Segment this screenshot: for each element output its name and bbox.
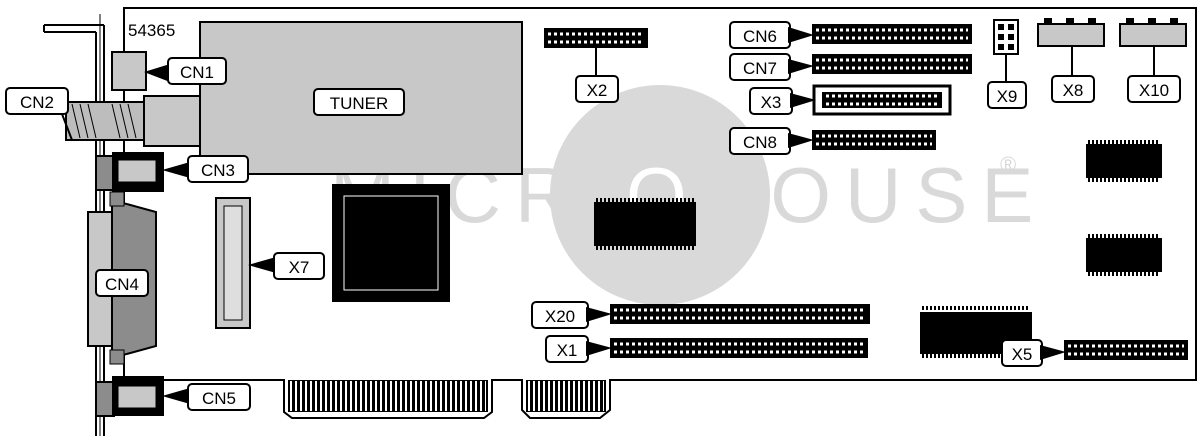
cn4-label: CN4 — [95, 269, 149, 297]
svg-text:CN3: CN3 — [201, 161, 235, 180]
svg-text:CN2: CN2 — [20, 93, 54, 112]
x10-connector — [1119, 18, 1187, 47]
x5-header — [1064, 340, 1188, 360]
svg-text:X10: X10 — [1139, 81, 1169, 100]
part-number: 54365 — [128, 21, 175, 40]
x9-jumper — [993, 19, 1019, 55]
svg-text:CN5: CN5 — [202, 389, 236, 408]
edge-fingers-main — [288, 380, 488, 412]
cn7-header — [812, 54, 972, 74]
svg-text:X5: X5 — [1012, 345, 1033, 364]
svg-text:X1: X1 — [557, 341, 578, 360]
cn7-label: CN7 — [729, 53, 814, 81]
svg-text:X8: X8 — [1063, 81, 1084, 100]
cn1-label: CN1 — [144, 57, 227, 85]
cn8-header — [812, 130, 936, 150]
x1-label: X1 — [545, 335, 612, 363]
x5-label: X5 — [1001, 339, 1066, 367]
cn5-connector — [95, 376, 164, 417]
x8-label: X8 — [1051, 46, 1095, 103]
chip-center — [594, 198, 696, 250]
cn8-label: CN8 — [729, 127, 814, 155]
x9-label: X9 — [987, 54, 1027, 109]
svg-text:X2: X2 — [587, 81, 608, 100]
svg-text:X20: X20 — [545, 307, 575, 326]
board-outline — [123, 7, 1197, 419]
svg-text:TUNER: TUNER — [330, 94, 389, 113]
x3-label: X3 — [749, 87, 816, 115]
edge-fingers-secondary — [526, 380, 606, 412]
svg-text:CN7: CN7 — [743, 59, 777, 78]
cn3-label: CN3 — [162, 155, 249, 183]
svg-text:X3: X3 — [761, 93, 782, 112]
cn6-header — [812, 24, 972, 44]
x1-header — [610, 338, 868, 358]
tuner-rf-socket — [143, 95, 201, 147]
x8-connector — [1037, 18, 1105, 47]
x7-socket — [215, 197, 251, 329]
cn5-label: CN5 — [162, 383, 251, 411]
chip-right-top — [1086, 140, 1162, 182]
svg-text:CN6: CN6 — [743, 27, 777, 46]
cn6-label: CN6 — [729, 21, 814, 49]
x20-label: X20 — [531, 301, 612, 329]
svg-text:CN1: CN1 — [180, 63, 214, 82]
qfp-chip — [332, 184, 450, 302]
svg-text:X7: X7 — [289, 258, 310, 277]
cn2-connector — [65, 101, 145, 141]
cn3-connector — [95, 152, 164, 192]
cn1-connector — [111, 51, 147, 91]
svg-text:CN4: CN4 — [105, 275, 139, 294]
cn2-label: CN2 — [5, 87, 73, 141]
x20-header — [610, 304, 870, 324]
x3-header — [812, 84, 952, 116]
watermark-text-right: HOUSE — [700, 151, 1047, 239]
x2-label: X2 — [575, 48, 619, 103]
x10-label: X10 — [1127, 46, 1181, 103]
chip-right-bottom — [1086, 234, 1162, 276]
watermark-registered: ® — [1000, 152, 1016, 177]
svg-text:X9: X9 — [997, 87, 1018, 106]
svg-text:CN8: CN8 — [743, 133, 777, 152]
tuner-label: TUNER — [313, 88, 405, 116]
x2-header — [544, 28, 648, 48]
x7-label: X7 — [248, 252, 325, 280]
